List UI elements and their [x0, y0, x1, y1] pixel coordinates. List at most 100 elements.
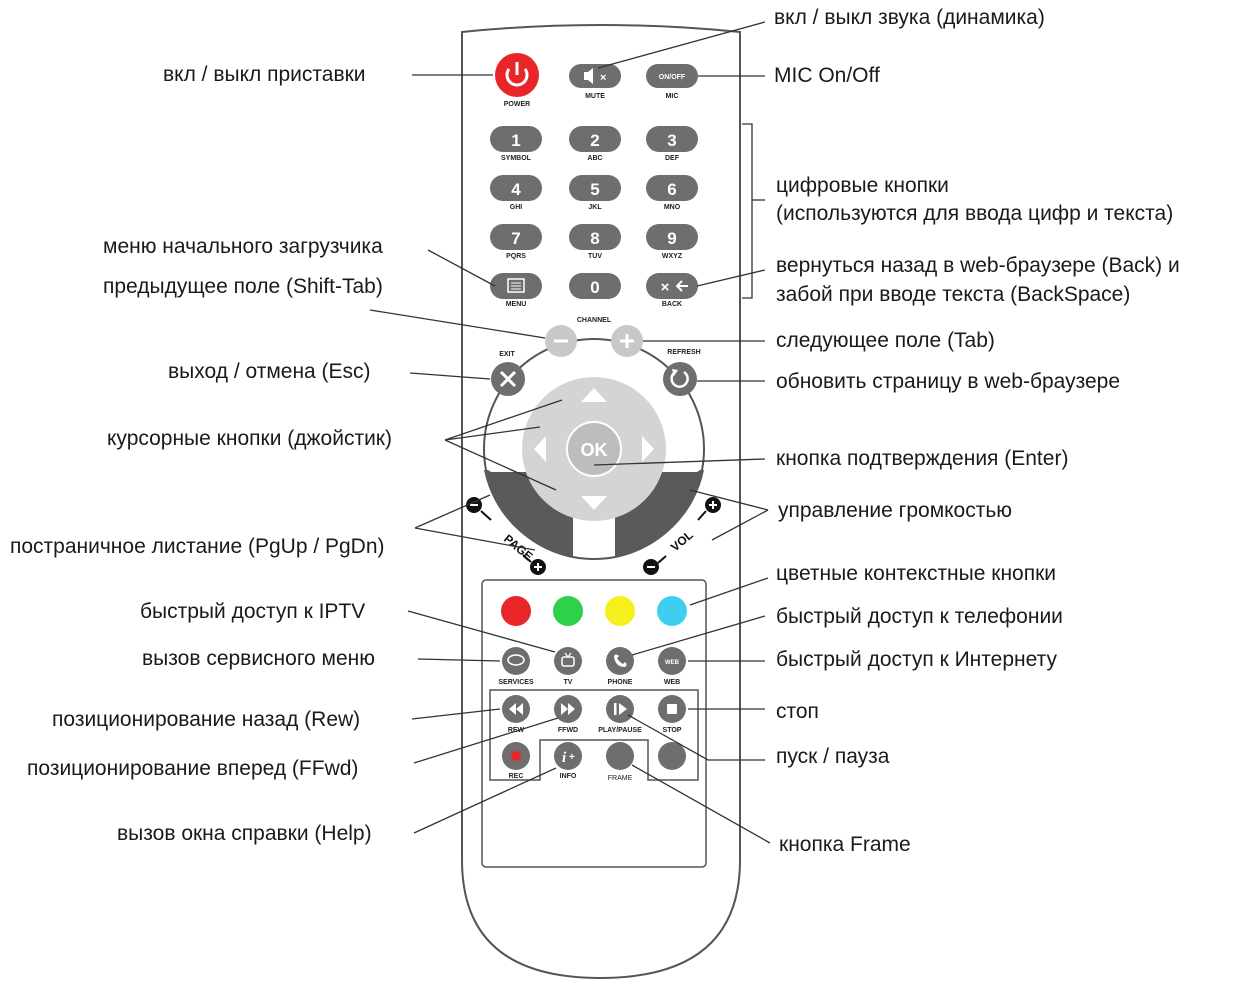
digit-4-button[interactable]: 4 — [490, 175, 542, 201]
mute-button[interactable]: × — [569, 64, 621, 88]
label-enter: кнопка подтверждения (Enter) — [776, 447, 1069, 470]
label-iptv: быстрый доступ к IPTV — [140, 600, 366, 623]
label-mute: вкл / выкл звука (динамика) — [774, 6, 1045, 29]
ffwd-label: FFWD — [558, 727, 578, 734]
digit-7-button[interactable]: 7 — [490, 224, 542, 250]
ok-button[interactable] — [566, 421, 622, 477]
power-label: POWER — [504, 101, 530, 108]
leader-lines — [369, 21, 771, 844]
label-service-menu: вызов сервисного меню — [142, 647, 376, 670]
web-label: WEB — [664, 679, 680, 686]
label-refresh: обновить страницу в web-браузере — [776, 370, 1121, 393]
label-cursor: курсорные кнопки (джойстик) — [107, 427, 392, 450]
label-prevfield: предыдущее поле (Shift-Tab) — [103, 275, 383, 298]
page-plus-icon — [530, 559, 546, 575]
yellow-key-button[interactable] — [605, 596, 635, 626]
label-rew: позиционирование назад (Rew) — [52, 708, 361, 731]
menu-label: MENU — [506, 301, 527, 308]
red-key-button[interactable] — [501, 596, 531, 626]
rec-label: REC — [509, 773, 524, 780]
channel-up-button[interactable] — [611, 325, 643, 357]
power-button[interactable] — [495, 53, 539, 97]
info-label: INFO — [560, 773, 577, 780]
digit-2-sub: ABC — [587, 155, 602, 162]
back-arrow-icon — [675, 280, 688, 292]
label-play-pause: пуск / пауза — [776, 745, 890, 768]
rewind-icon — [509, 703, 516, 715]
svg-text:4: 4 — [511, 180, 521, 199]
digit-2-button[interactable]: 2 — [569, 126, 621, 152]
label-frame: кнопка Frame — [779, 833, 911, 856]
channel-down-button[interactable] — [545, 325, 577, 357]
digit-1-button[interactable]: 1 — [490, 126, 542, 152]
menu-icon — [507, 278, 525, 293]
digit-4-sub: GHI — [510, 204, 523, 211]
info-button[interactable]: i + — [554, 742, 582, 770]
web-button[interactable]: WEB — [658, 647, 686, 675]
digit-1-sub: SYMBOL — [501, 155, 532, 162]
back-button[interactable]: × — [646, 273, 698, 299]
svg-text:6: 6 — [667, 180, 676, 199]
speaker-icon — [584, 68, 593, 84]
label-stop: стоп — [776, 700, 819, 723]
right-arrow-icon[interactable] — [642, 436, 654, 462]
svg-text:9: 9 — [667, 229, 676, 248]
svg-text:7: 7 — [511, 229, 520, 248]
frame-button[interactable] — [606, 742, 634, 770]
channel-label: CHANNEL — [577, 317, 612, 324]
ffwd-button[interactable] — [554, 695, 582, 723]
up-arrow-icon[interactable] — [581, 388, 607, 402]
back-label: BACK — [662, 301, 682, 308]
svg-text:0: 0 — [590, 278, 599, 297]
play-pause-button[interactable] — [606, 695, 634, 723]
media-area — [489, 689, 699, 781]
left-arrow-icon[interactable] — [534, 436, 546, 462]
digit-7-sub: PQRS — [506, 253, 526, 260]
label-mic: MIC On/Off — [774, 64, 880, 87]
digit-3-button[interactable]: 3 — [646, 126, 698, 152]
svg-text:3: 3 — [667, 131, 676, 150]
blank-button[interactable] — [658, 742, 686, 770]
phone-button[interactable] — [606, 647, 634, 675]
digit-keys: 1 SYMBOL 2 ABC 3 DEF 4 GHI 5 JKL 6 MNO 7… — [490, 126, 698, 308]
svg-text:×: × — [600, 72, 606, 84]
green-key-button[interactable] — [553, 596, 583, 626]
digit-6-button[interactable]: 6 — [646, 175, 698, 201]
digit-8-sub: TUV — [588, 253, 602, 260]
digit-5-button[interactable]: 5 — [569, 175, 621, 201]
rew-button[interactable] — [502, 695, 530, 723]
frame-label: FRAME — [608, 775, 633, 782]
mic-label: MIC — [666, 93, 679, 100]
down-arrow-icon[interactable] — [581, 496, 607, 510]
refresh-button[interactable] — [663, 362, 697, 396]
vol-plus-icon — [705, 497, 721, 513]
digit-0-button[interactable]: 0 — [569, 273, 621, 299]
label-digits-1: цифровые кнопки — [776, 174, 949, 197]
rec-button[interactable] — [502, 742, 530, 770]
digit-9-button[interactable]: 9 — [646, 224, 698, 250]
stop-button[interactable] — [658, 695, 686, 723]
svg-text:2: 2 — [590, 131, 599, 150]
label-paging: постраничное листание (PgUp / PgDn) — [10, 535, 385, 558]
mute-label: MUTE — [585, 93, 605, 100]
lower-panel — [481, 579, 707, 868]
services-button[interactable] — [502, 647, 530, 675]
menu-button[interactable] — [490, 273, 542, 299]
exit-button[interactable] — [491, 362, 525, 396]
play-pause-icon — [614, 703, 617, 715]
label-back-2: забой при вводе текста (BackSpace) — [776, 283, 1131, 306]
label-internet: быстрый доступ к Интернету — [776, 648, 1057, 671]
svg-text:×: × — [661, 279, 670, 296]
label-digits-2: (используются для ввода цифр и текста) — [776, 202, 1174, 225]
services-label: SERVICES — [498, 679, 534, 686]
mic-button[interactable]: ON/OFF — [646, 64, 698, 88]
blue-key-button[interactable] — [657, 596, 687, 626]
stop-icon — [667, 704, 677, 714]
info-icon: i — [562, 750, 567, 766]
label-back-1: вернуться назад в web-браузере (Back) и — [776, 254, 1180, 277]
digit-8-button[interactable]: 8 — [569, 224, 621, 250]
tv-button[interactable] — [554, 647, 582, 675]
digit-3-sub: DEF — [665, 155, 680, 162]
